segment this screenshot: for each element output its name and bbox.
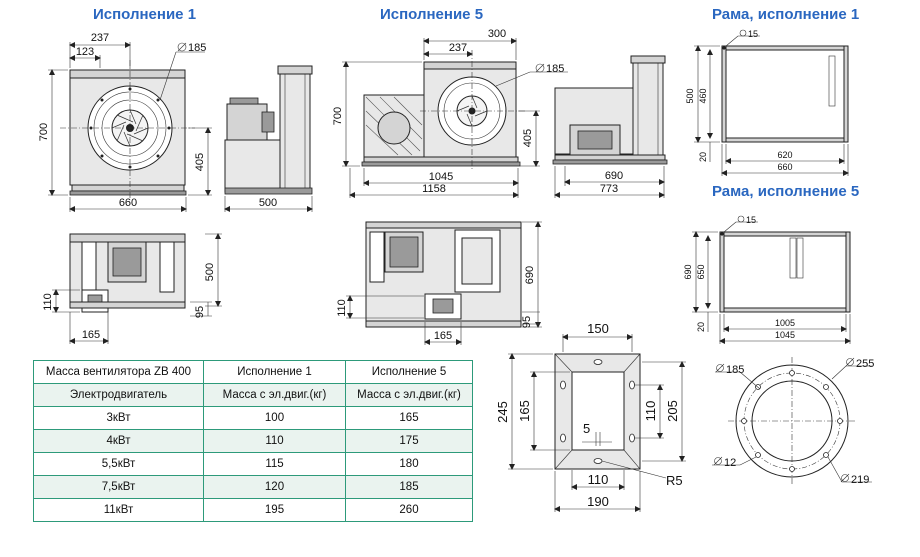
table-cell: 195: [203, 498, 346, 522]
dim-plan-110: 110: [42, 293, 54, 311]
rect-flange-drawing: 150 245 165 110 205 5 110 190: [495, 321, 686, 512]
isp5-side-view: 690 773: [552, 55, 668, 198]
dim-plan5-110: 110: [336, 299, 348, 317]
dim-f5-d15: 15: [746, 215, 756, 225]
dim-f1-d15: 15: [748, 29, 758, 39]
isp1-plan-view: 500 110 95 165: [42, 233, 222, 344]
isp1-side-view: 500: [224, 65, 313, 212]
table-cell: 4кВт: [33, 429, 204, 453]
table-cell: 260: [345, 498, 473, 522]
table-row: 7,5кВт 120 185: [33, 475, 473, 499]
table-row: 11кВт 195 260: [33, 498, 473, 522]
table-cell: 3кВт: [33, 406, 204, 430]
dim-f1-20: 20: [698, 152, 708, 162]
dim-5-405: 405: [522, 129, 534, 147]
table-row: 3кВт 100 165: [33, 406, 473, 430]
dim-5-690: 690: [605, 170, 623, 182]
dim-rf-d219: 219: [851, 474, 869, 486]
dim-fl-205: 205: [665, 400, 680, 422]
dim-700: 700: [38, 123, 50, 141]
dim-fl-110v: 110: [643, 401, 658, 422]
heading-ispolnenie-5: Исполнение 5: [380, 6, 484, 23]
table-row: 5,5кВт 115 180: [33, 452, 473, 476]
dim-f5-1045: 1045: [775, 330, 795, 340]
dim-plan5-690: 690: [524, 266, 536, 284]
dim-5-d185: 185: [546, 63, 564, 75]
dim-fl-190: 190: [587, 494, 609, 509]
table-cell: 100: [203, 406, 346, 430]
frame-5-drawing: 15 690 650 20 1005 1045: [683, 215, 851, 344]
dim-5-700: 700: [332, 107, 344, 125]
dim-123: 123: [76, 46, 94, 58]
dim-660: 660: [119, 197, 137, 209]
table-cell: 7,5кВт: [33, 475, 204, 499]
heading-ispolnenie-1: Исполнение 1: [93, 6, 197, 23]
table-cell: 120: [203, 475, 346, 499]
dim-773: 773: [600, 183, 618, 195]
mass-table: Масса вентилятора ZB 400 Исполнение 1 Ис…: [33, 360, 473, 522]
table-cell: 165: [345, 406, 473, 430]
dim-5-237: 237: [449, 42, 467, 54]
isp5-plan-view: 690 110 95 165: [336, 221, 542, 345]
dim-plan5-95: 95: [521, 316, 533, 328]
dim-237: 237: [91, 32, 109, 44]
table-header-row: Масса вентилятора ZB 400 Исполнение 1 Ис…: [33, 360, 473, 384]
dim-1158: 1158: [422, 183, 446, 195]
dim-plan-95: 95: [194, 306, 206, 318]
table-cell: Масса с эл.двиг.(кг): [345, 383, 473, 407]
dim-rf-d12: 12: [724, 457, 736, 469]
dim-f1-620: 620: [777, 150, 792, 160]
isp5-front-view: 300 237 185 700 405 1045 1158: [332, 28, 568, 198]
table-cell: Электродвигатель: [33, 383, 204, 407]
dim-f1-660: 660: [777, 162, 792, 172]
dim-1045: 1045: [429, 171, 453, 183]
dim-f1-500: 500: [685, 88, 695, 103]
table-cell: Масса вентилятора ZB 400: [33, 360, 204, 384]
dim-f1-460: 460: [698, 88, 708, 103]
frame-1-drawing: 15 500 460 20 620 660: [685, 29, 849, 176]
dim-300: 300: [488, 28, 506, 40]
dim-fl-110h: 110: [588, 472, 609, 487]
dim-f5-1005: 1005: [775, 318, 795, 328]
table-cell: Исполнение 1: [203, 360, 346, 384]
table-cell: 180: [345, 452, 473, 476]
table-cell: 11кВт: [33, 498, 204, 522]
dim-plan5-165: 165: [434, 330, 452, 342]
dim-fl-150: 150: [587, 321, 609, 336]
dim-500: 500: [259, 197, 277, 209]
dim-rf-d255: 255: [856, 358, 874, 370]
table-cell: 115: [203, 452, 346, 476]
table-cell: 5,5кВт: [33, 452, 204, 476]
table-cell: Масса с эл.двиг.(кг): [203, 383, 346, 407]
dim-405: 405: [194, 153, 206, 171]
dim-plan-500: 500: [204, 263, 216, 281]
dim-fl-165: 165: [517, 400, 532, 422]
dim-fl-r5: R5: [666, 473, 683, 488]
table-cell: 175: [345, 429, 473, 453]
dim-f5-650: 650: [696, 264, 706, 279]
dim-plan-165: 165: [82, 329, 100, 341]
dim-fl-245: 245: [495, 401, 510, 423]
dim-fl-5: 5: [583, 421, 590, 436]
table-cell: 185: [345, 475, 473, 499]
table-cell: Исполнение 5: [345, 360, 473, 384]
heading-frame-5: Рама, исполнение 5: [712, 183, 860, 200]
dim-d185: 185: [188, 42, 206, 54]
table-row: 4кВт 110 175: [33, 429, 473, 453]
round-flange-drawing: 185 255 12 219: [712, 357, 874, 486]
table-cell: 110: [203, 429, 346, 453]
dim-f5-20: 20: [696, 322, 706, 332]
dim-rf-d185: 185: [726, 364, 744, 376]
table-header-row: Электродвигатель Масса с эл.двиг.(кг) Ма…: [33, 383, 473, 407]
dim-f5-690: 690: [683, 264, 693, 279]
isp1-front-view: 237 123 185 700 405 660: [38, 32, 212, 212]
heading-frame-1: Рама, исполнение 1: [712, 6, 860, 23]
